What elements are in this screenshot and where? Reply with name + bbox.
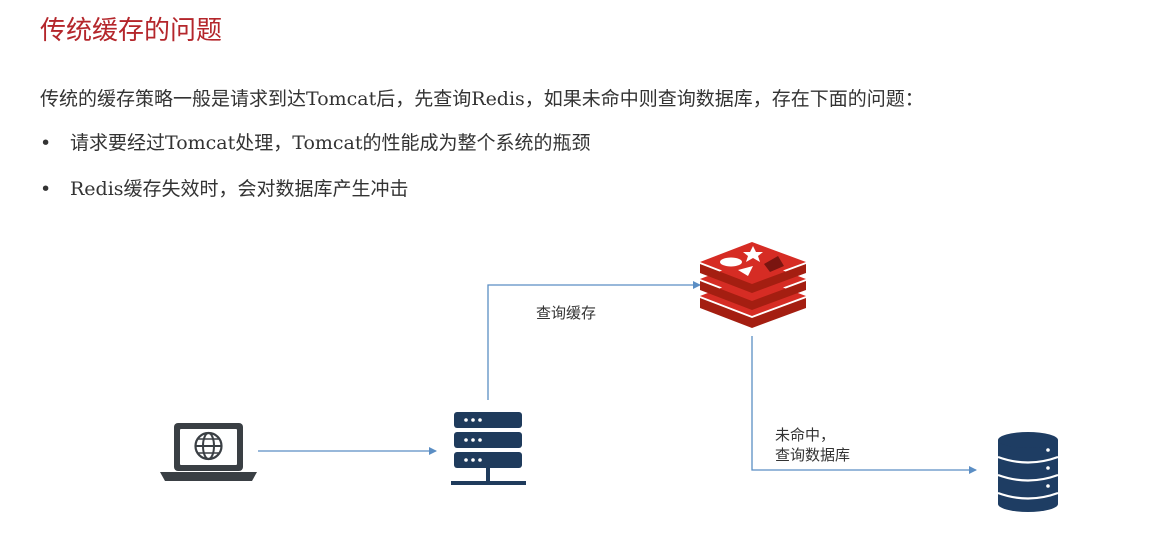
database-icon [997,432,1059,512]
intro-paragraph: 传统的缓存策略一般是请求到达Tomcat后，先查询Redis，如果未命中则查询数… [40,88,924,110]
bullet-text: Redis缓存失效时，会对数据库产生冲击 [70,178,409,200]
query-database-label: 查询数据库 [775,446,850,464]
bullet-marker: • [40,178,52,200]
laptop-globe-icon [160,423,257,481]
bullet-marker: • [40,132,52,154]
server-to-redis-arrow [487,281,701,400]
page-title: 传统缓存的问题 [40,16,223,46]
cache-miss-label: 未命中， [775,426,835,444]
bullet-text: 请求要经过Tomcat处理，Tomcat的性能成为整个系统的瓶颈 [70,132,591,154]
server-icon [451,412,526,485]
redis-icon [700,242,806,328]
query-cache-label: 查询缓存 [536,304,596,322]
redis-to-db-arrow [751,336,977,474]
